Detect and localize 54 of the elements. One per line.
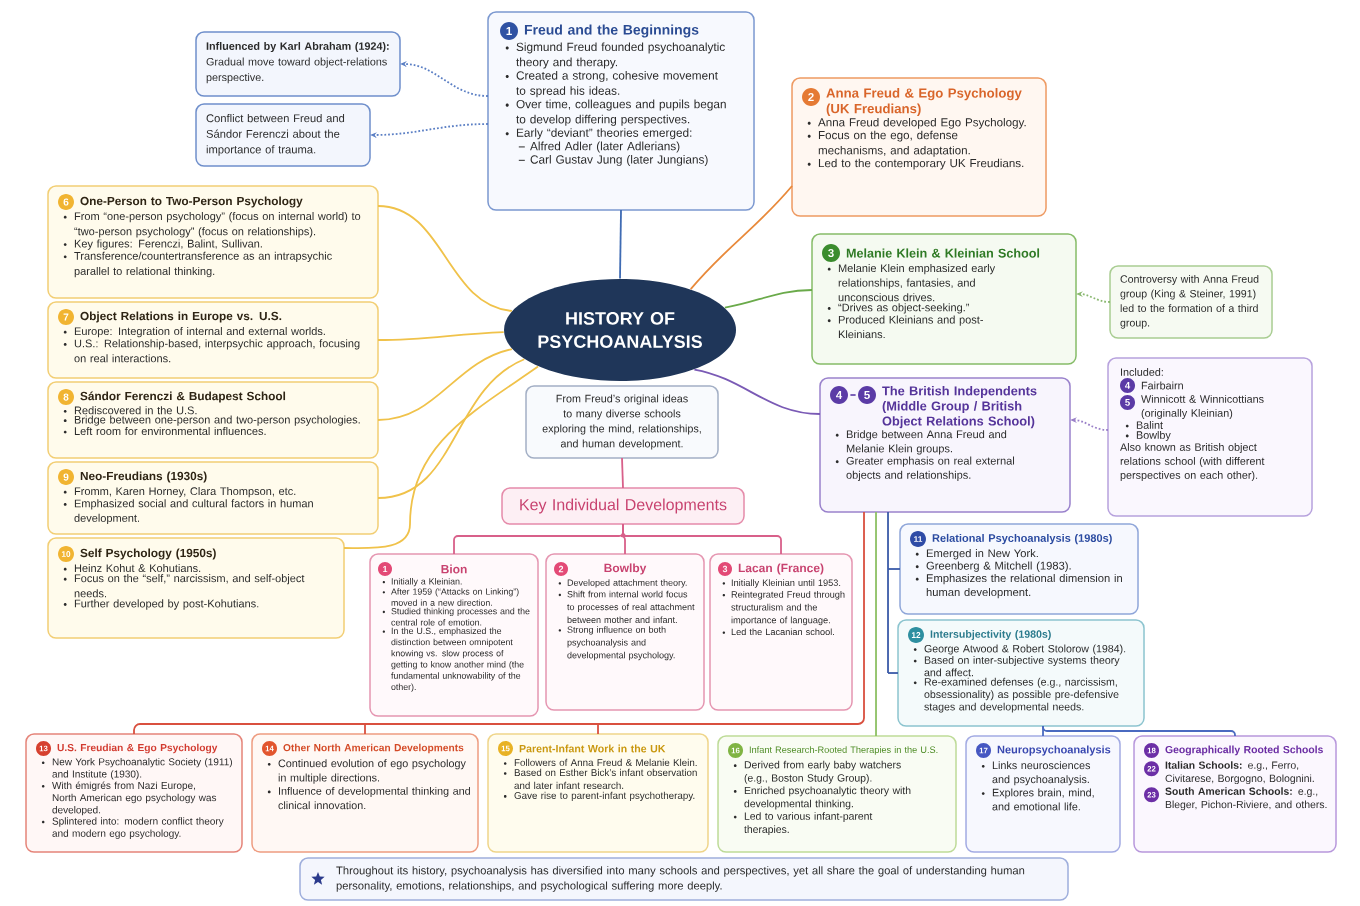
connector-line [724,289,813,309]
topic-card [717,735,957,853]
connector-line [887,672,899,674]
topic-card [47,301,379,379]
connector-line [597,511,865,725]
note-box [1109,265,1273,339]
connector-line [377,331,505,341]
topic-card [369,553,539,717]
dotted-arrow [400,61,489,97]
connector-line [1042,725,1044,737]
topic-card [25,733,243,853]
connector-line [597,723,599,735]
connector-line [887,568,901,570]
note-box [195,103,371,167]
summary-box [525,385,719,459]
connector-line [377,358,526,499]
topic-card [487,11,755,211]
connector-line [1042,725,1236,737]
section-heading: Key Individual Developments [520,498,727,514]
note-box [1107,357,1313,517]
note-box [195,31,401,97]
connector-line [621,457,624,489]
topic-card [47,185,379,299]
topic-card [709,553,853,711]
topic-card [811,233,1077,365]
topic-card [47,381,379,459]
topic-card [47,537,345,639]
connector-line [689,185,793,291]
connector-line [693,368,821,415]
heading-box [501,487,745,525]
topic-card [47,461,379,535]
topic-card [897,619,1145,727]
topic-card [791,77,1047,217]
connector-line [364,723,599,725]
connector-line [377,205,513,312]
topic-card [965,735,1121,853]
topic-card [251,733,479,853]
topic-card [487,733,709,853]
connector-line [875,511,877,737]
summary-banner [299,857,1069,901]
dotted-arrow [370,123,489,138]
dotted-arrow [1076,291,1111,303]
connector-line [622,523,782,555]
connector-line [377,348,513,421]
connector-line [364,723,366,735]
connector-line [133,723,366,735]
dotted-arrow [1070,417,1109,431]
connector-line [887,511,889,674]
topic-card [545,553,705,711]
connector-line [343,365,539,550]
connector-line [619,209,622,280]
topic-card [819,377,1071,513]
topic-card [899,523,1139,615]
topic-card [1133,735,1337,853]
